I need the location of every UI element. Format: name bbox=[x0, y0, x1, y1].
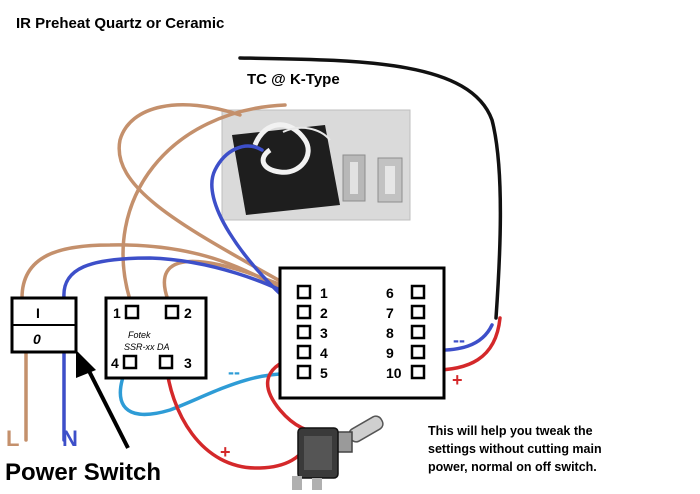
power-switch-off-label: 0 bbox=[33, 331, 41, 347]
ssr-negative-wire bbox=[118, 358, 302, 417]
note-line-2: settings without cutting main bbox=[428, 442, 602, 456]
ssr-pin-4-label: 4 bbox=[111, 355, 119, 371]
heater-photo bbox=[221, 109, 411, 221]
controller-pin-8-terminal bbox=[410, 324, 426, 340]
controller-pin-10-label: 10 bbox=[386, 365, 402, 381]
ssr-positive-wire bbox=[164, 360, 308, 470]
controller-pin-5-label: 5 bbox=[320, 365, 328, 381]
ssr-negative-marker: -- bbox=[228, 362, 240, 382]
heater-lead-tan bbox=[117, 103, 298, 292]
ssr-positive-marker: + bbox=[220, 442, 231, 462]
ssr-model: SSR-xx DA bbox=[124, 342, 170, 352]
thermocouple-wire bbox=[238, 56, 503, 320]
tc-positive-marker: + bbox=[452, 370, 463, 390]
live-label: L bbox=[6, 426, 19, 451]
ssr-brand: Fotek bbox=[128, 330, 151, 340]
ssr-pin-4-terminal bbox=[122, 354, 138, 370]
controller-pin-4-terminal bbox=[296, 344, 312, 360]
controller-pin-9-terminal bbox=[410, 344, 426, 360]
heater-lead-blue bbox=[210, 144, 302, 314]
ssr1-to-heater-wire bbox=[121, 103, 287, 302]
controller-pin-7-label: 7 bbox=[386, 305, 394, 321]
controller-pin-6-terminal bbox=[410, 284, 426, 300]
ssr-relay: 1 2 Fotek SSR-xx DA 4 3 bbox=[104, 296, 208, 380]
controller-pin-1-label: 1 bbox=[320, 285, 328, 301]
neutral-label: N bbox=[62, 426, 78, 451]
ssr-pin-3-label: 3 bbox=[184, 355, 192, 371]
note-line-1: This will help you tweak the bbox=[428, 424, 593, 438]
power-switch[interactable]: I 0 bbox=[10, 296, 78, 354]
thermocouple-label: TC @ K-Type bbox=[247, 71, 340, 88]
diagram-title: IR Preheat Quartz or Ceramic bbox=[16, 15, 224, 32]
neutral-wire-to-pin-2 bbox=[62, 256, 304, 304]
controller-pin-9-label: 9 bbox=[386, 345, 394, 361]
controller-pin-5-terminal bbox=[296, 364, 312, 380]
ssr-pin-1-terminal bbox=[124, 304, 140, 320]
controller-pin-7-terminal bbox=[410, 304, 426, 320]
power-switch-on-label: I bbox=[36, 305, 40, 321]
controller-pin-3-label: 3 bbox=[320, 325, 328, 341]
toggle-switch[interactable] bbox=[292, 414, 385, 490]
controller-pin-8-label: 8 bbox=[386, 325, 394, 341]
ssr-pin-2-label: 2 bbox=[184, 305, 192, 321]
temperature-controller: 1 2 3 4 5 6 7 8 9 10 bbox=[278, 266, 446, 400]
controller-pin-2-label: 2 bbox=[320, 305, 328, 321]
controller-pin-4-label: 4 bbox=[320, 345, 328, 361]
power-switch-arrow bbox=[76, 350, 130, 449]
ssr-pin-1-label: 1 bbox=[113, 305, 121, 321]
controller-pin-2-terminal bbox=[296, 304, 312, 320]
controller-pin-10-terminal bbox=[410, 364, 426, 380]
note-line-3: power, normal on off switch. bbox=[428, 460, 597, 474]
tc-negative-marker: -- bbox=[453, 330, 465, 350]
ssr-pin-3-terminal bbox=[158, 354, 174, 370]
controller-pin-3-terminal bbox=[296, 324, 312, 340]
ssr-pin-2-terminal bbox=[164, 304, 180, 320]
controller-pin-1-terminal bbox=[296, 284, 312, 300]
controller-pin-6-label: 6 bbox=[386, 285, 394, 301]
power-switch-caption: Power Switch bbox=[5, 459, 161, 486]
